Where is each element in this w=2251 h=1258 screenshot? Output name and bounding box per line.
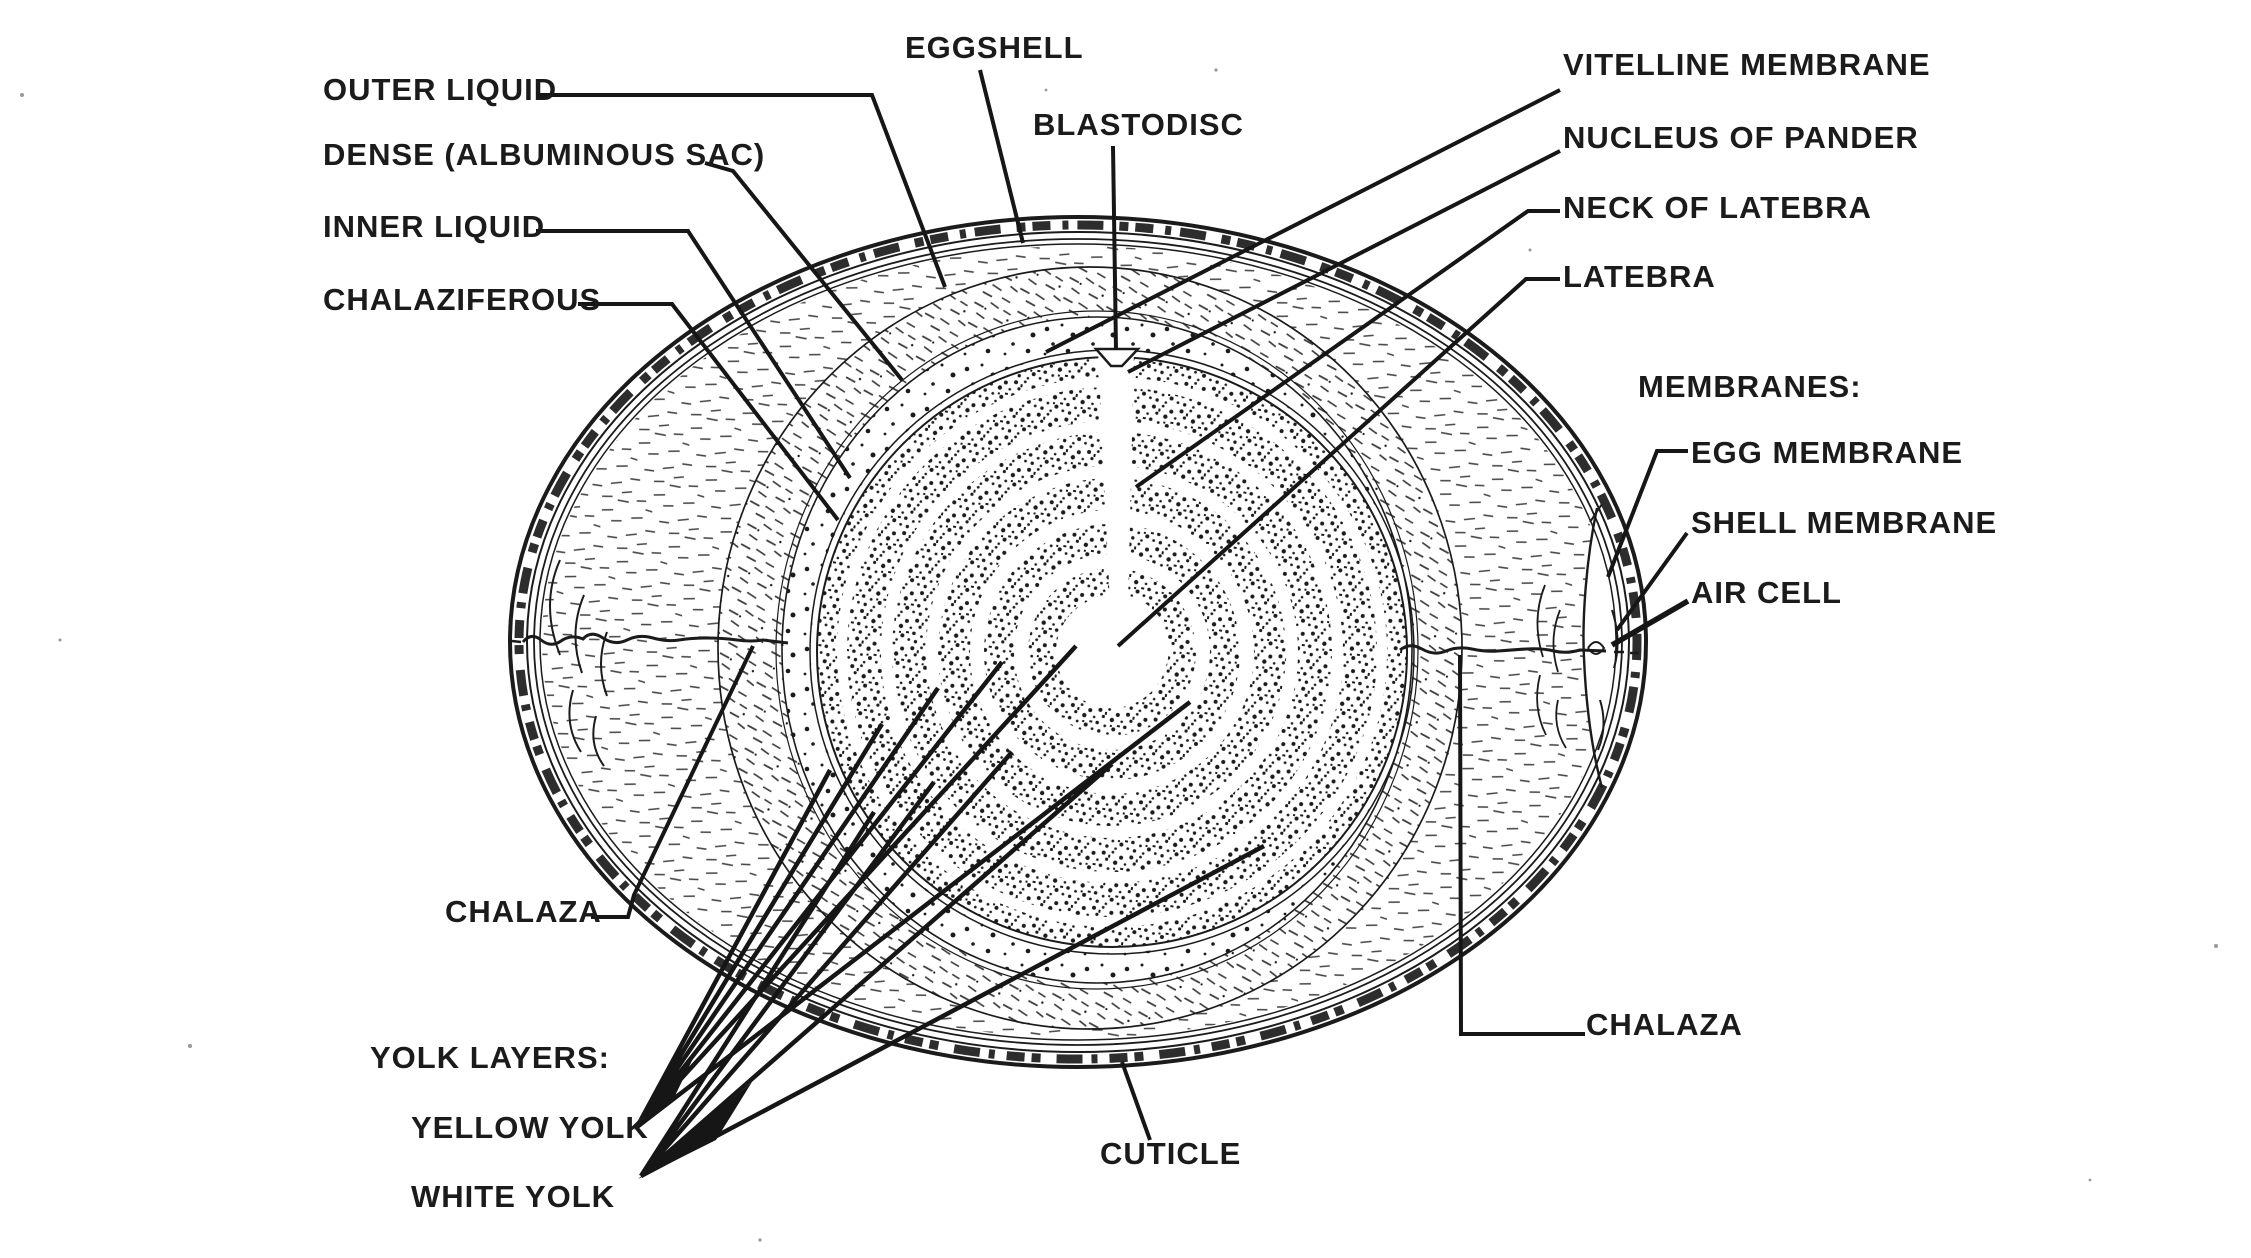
leader-inner-liquid (536, 229, 852, 480)
label-white-yolk: WHITE YOLK (411, 1179, 616, 1214)
label-inner-liquid: INNER LIQUID (323, 209, 546, 244)
leader-chalaza-left (591, 645, 755, 919)
label-chalaza-left: CHALAZA (445, 894, 602, 929)
label-blastodisc: BLASTODISC (1033, 107, 1244, 142)
leader-air-cell (1610, 598, 1690, 648)
yellow-yolk-fan-tip (634, 1044, 700, 1130)
cuticle-stipple-band (514, 220, 1642, 1064)
leader-dense-albuminous-sac (704, 161, 904, 382)
albumen-shading-curls (1536, 584, 1567, 749)
dense-inner-boundary-2 (775, 310, 1419, 990)
yolk (809, 347, 1415, 955)
label-membranes-heading: MEMBRANES: (1638, 369, 1862, 404)
leader-latebra (1116, 277, 1560, 648)
label-latebra: LATEBRA (1563, 259, 1716, 294)
label-neck-of-latebra: NECK OF LATEBRA (1563, 190, 1872, 225)
blastodisc-shape (1093, 347, 1141, 368)
egg-body (508, 215, 1648, 1069)
leader-chalaziferous (578, 302, 840, 522)
label-chalaziferous: CHALAZIFEROUS (323, 282, 602, 317)
leader-outer-liquid (540, 93, 947, 288)
label-cuticle: CUTICLE (1100, 1136, 1242, 1171)
label-eggshell: EGGSHELL (905, 30, 1084, 65)
shell-inner-line (526, 231, 1630, 1053)
leader-chalaza-right (1458, 654, 1585, 1036)
label-chalaza-right: CHALAZA (1586, 1007, 1743, 1042)
label-shell-membrane: SHELL MEMBRANE (1691, 505, 1998, 540)
dense-inner-boundary (781, 316, 1413, 984)
label-dense-albuminous-sac: DENSE (ALBUMINOUS SAC) (323, 137, 766, 172)
label-yolk-layers-heading: YOLK LAYERS: (370, 1040, 610, 1075)
latebra-core (1061, 594, 1169, 702)
paper-specks (20, 68, 2218, 1242)
leader-nucleus-of-pander (1127, 149, 1561, 374)
label-yellow-yolk: YELLOW YOLK (411, 1110, 649, 1145)
chalaza-left-cord (511, 559, 789, 767)
label-vitelline-membrane: VITELLINE MEMBRANE (1563, 47, 1931, 82)
white-yolk-pointer-fan (638, 750, 1266, 1179)
label-outer-liquid: OUTER LIQUID (323, 72, 558, 107)
leader-shell-membrane (1615, 531, 1689, 632)
label-egg-membrane: EGG MEMBRANE (1691, 435, 1964, 470)
leader-lines (536, 69, 1690, 1141)
white-yolk-fan-tip (638, 1082, 752, 1179)
leader-cuticle (1120, 1061, 1152, 1141)
nucleus-of-pander-area (1101, 368, 1133, 396)
albumen-boundaries (717, 266, 1463, 1030)
leader-vitelline-membrane (1045, 88, 1561, 354)
egg-membrane-line (1582, 507, 1604, 789)
label-nucleus-of-pander: NUCLEUS OF PANDER (1563, 120, 1919, 155)
leader-neck-of-latebra (1134, 209, 1560, 489)
neck-of-latebra-channel (1098, 350, 1134, 605)
leader-eggshell (978, 69, 1025, 244)
leader-egg-membrane (1606, 449, 1688, 578)
label-air-cell: AIR CELL (1691, 575, 1842, 610)
